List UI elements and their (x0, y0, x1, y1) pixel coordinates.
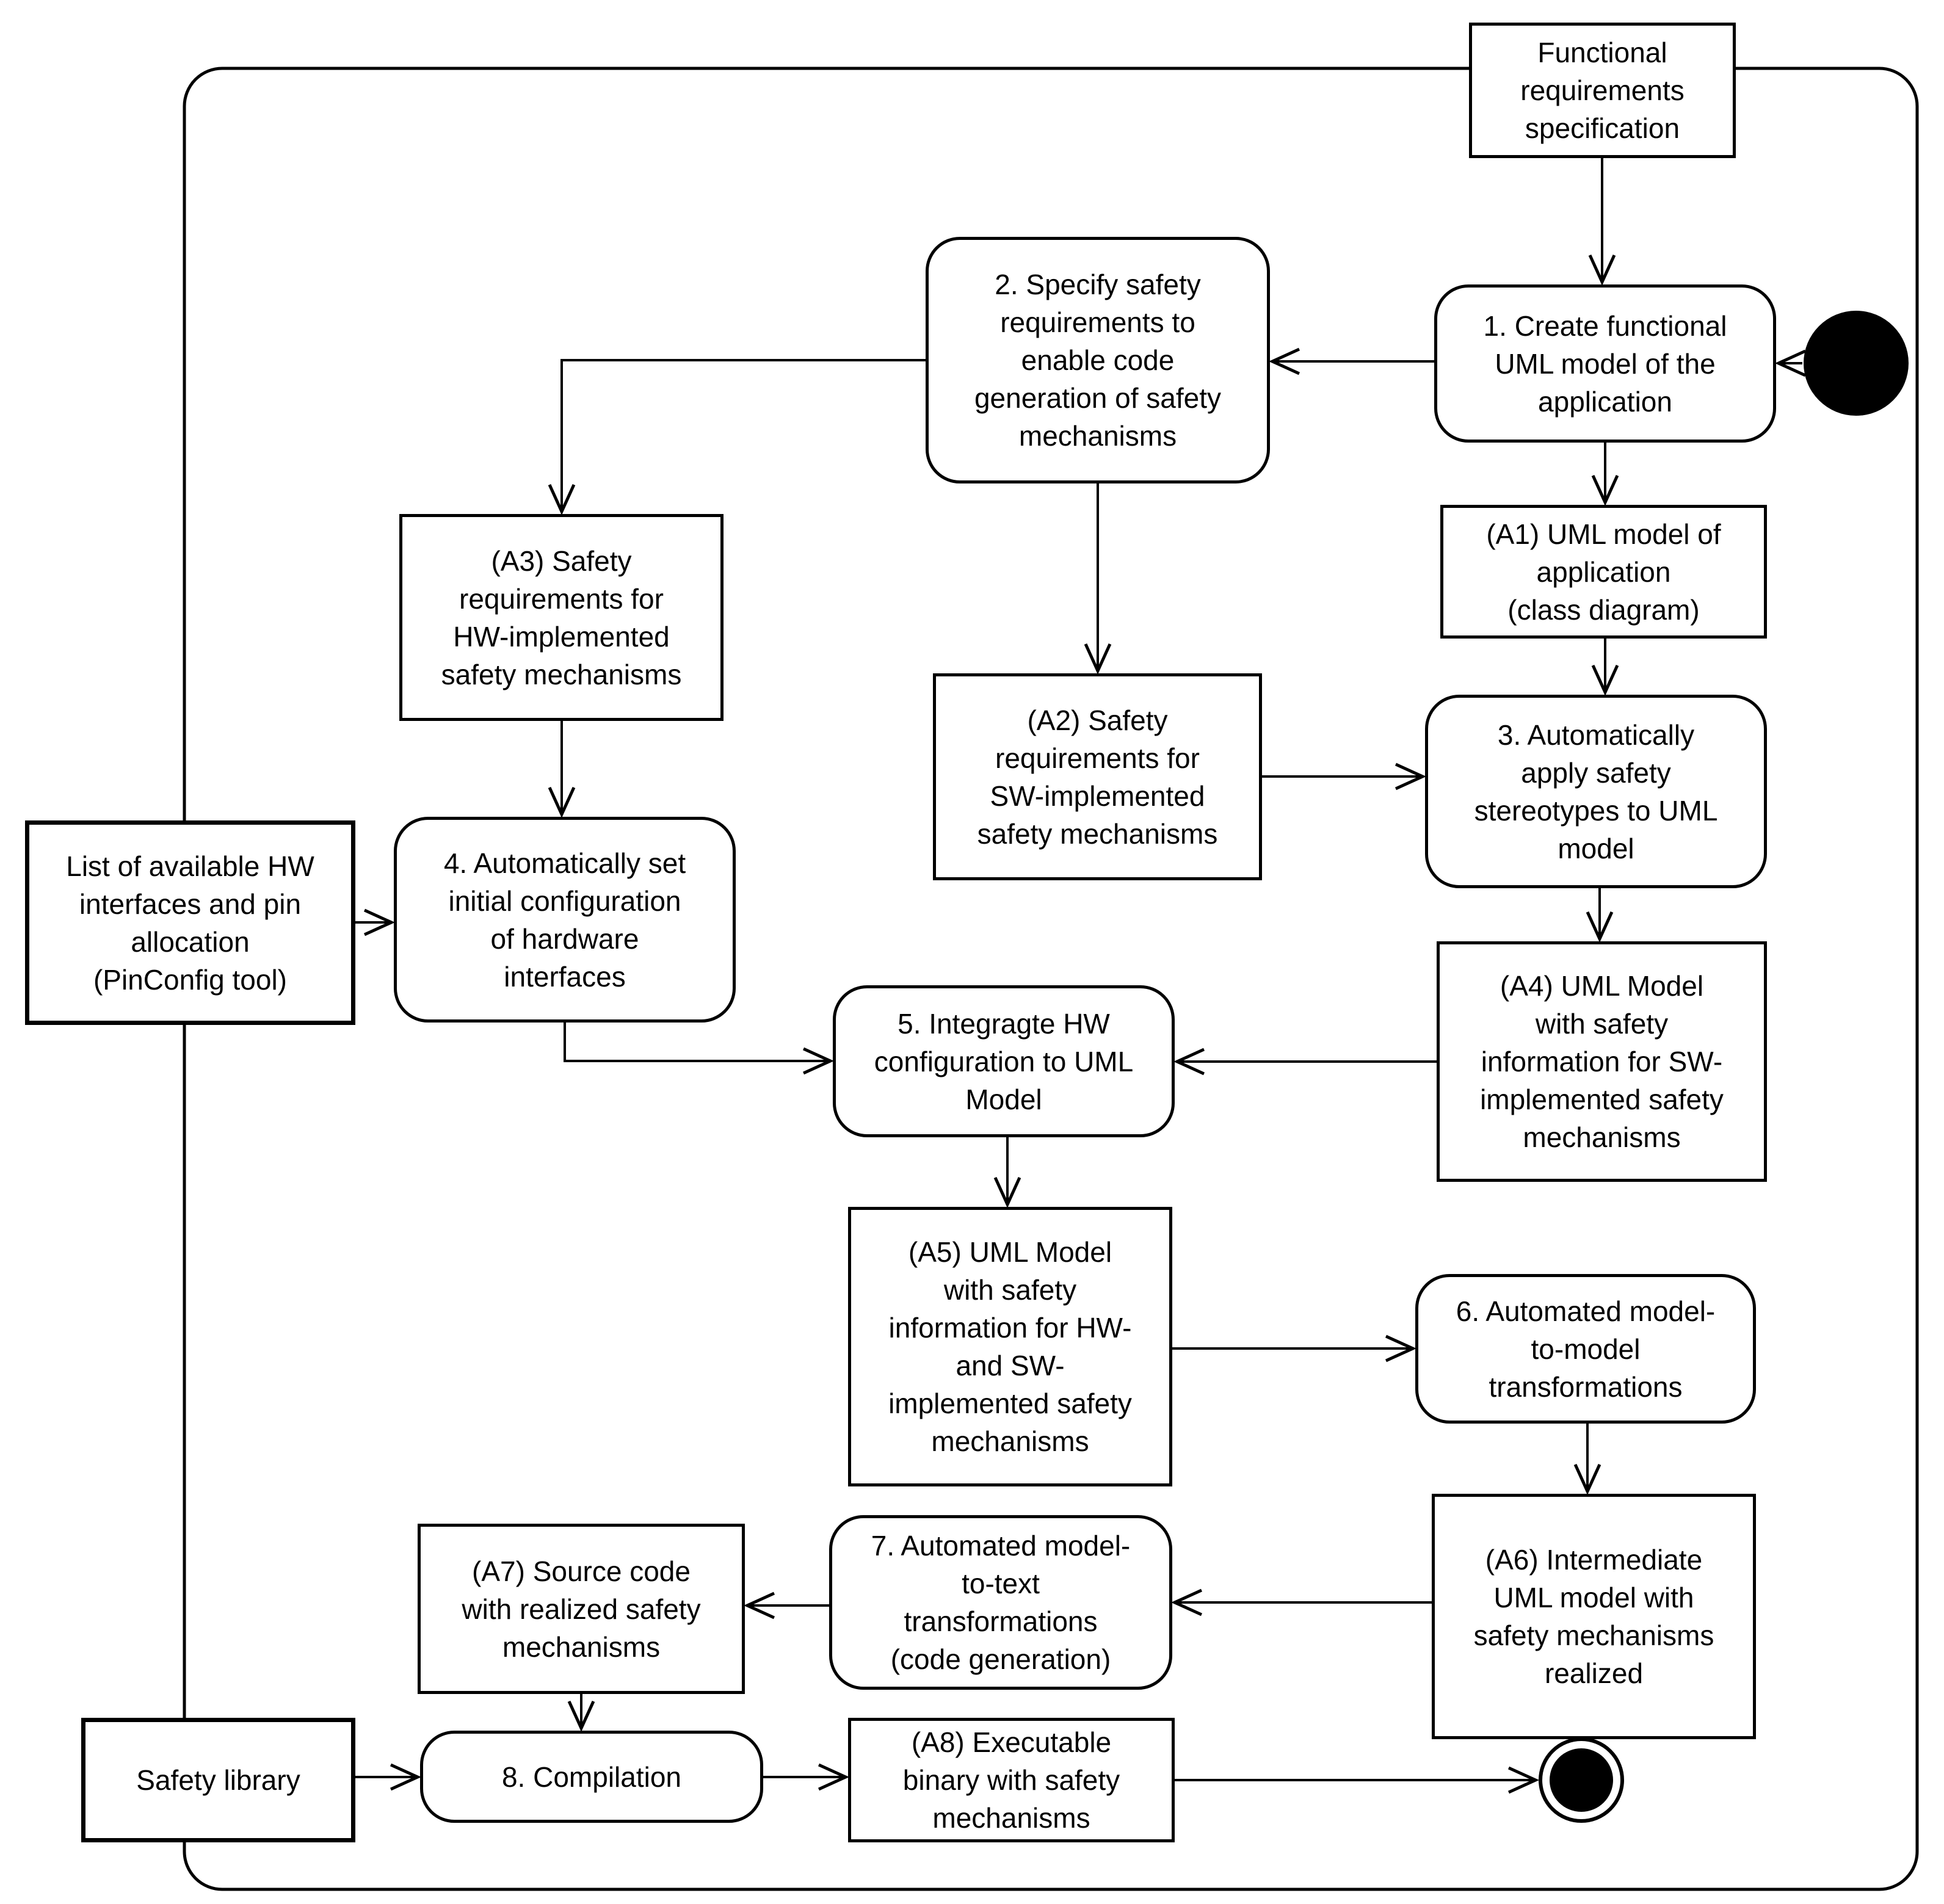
connector-step2-to-a3 (548, 359, 926, 516)
node-functional-requirements-specification: Functional requirements specification (1469, 23, 1736, 158)
final-node-icon (1539, 1737, 1624, 1823)
artifact-a4-uml-model-sw-safety-info: (A4) UML Model with safety information f… (1437, 941, 1767, 1182)
artifact-a6-intermediate-uml-model: (A6) Intermediate UML model with safety … (1432, 1494, 1756, 1739)
artifact-a3-hw-safety-requirements: (A3) Safety requirements for HW-implemen… (399, 514, 724, 721)
action-1-create-functional-uml-model: 1. Create functional UML model of the ap… (1434, 284, 1776, 443)
initial-node-icon (1804, 311, 1909, 416)
node-safety-library: Safety library (81, 1718, 355, 1842)
action-4-set-initial-hw-configuration: 4. Automatically set initial configurati… (394, 817, 736, 1023)
artifact-a1-uml-model-of-application: (A1) UML model of application (class dia… (1440, 505, 1767, 639)
action-2-specify-safety-requirements: 2. Specify safety requirements to enable… (926, 237, 1270, 483)
artifact-a7-source-code: (A7) Source code with realized safety me… (418, 1524, 745, 1694)
action-5-integrate-hw-configuration: 5. Integragte HW configuration to UML Mo… (833, 985, 1175, 1137)
action-7-model-to-text-transformations: 7. Automated model- to-text transformati… (829, 1515, 1172, 1690)
node-hw-interfaces-pin-allocation: List of available HW interfaces and pin … (25, 820, 355, 1025)
action-6-model-to-model-transformations: 6. Automated model- to-model transformat… (1415, 1274, 1756, 1424)
action-8-compilation: 8. Compilation (420, 1731, 763, 1823)
artifact-a8-executable-binary: (A8) Executable binary with safety mecha… (848, 1718, 1175, 1842)
artifact-a2-sw-safety-requirements: (A2) Safety requirements for SW-implemen… (933, 673, 1262, 880)
action-3-apply-safety-stereotypes: 3. Automatically apply safety stereotype… (1425, 695, 1767, 888)
connector-step4-to-step5 (564, 1023, 835, 1075)
final-node-inner-dot (1550, 1748, 1613, 1812)
artifact-a5-uml-model-hw-sw-safety-info: (A5) UML Model with safety information f… (848, 1207, 1172, 1486)
